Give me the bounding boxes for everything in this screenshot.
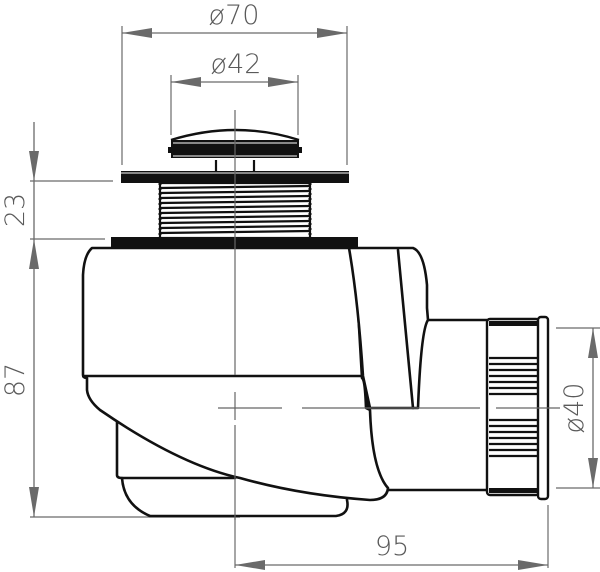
dim-label-87: 87 — [0, 363, 31, 397]
dim-label-95: 95 — [375, 531, 409, 562]
dim-label-o70: ø70 — [209, 0, 260, 31]
dim-label-o42: ø42 — [211, 49, 262, 80]
dimension-o42: ø42 — [170, 49, 299, 135]
dim-label-o40: ø40 — [559, 383, 590, 434]
dimension-o40: ø40 — [556, 327, 600, 489]
dimension-23: 23 — [0, 122, 113, 240]
outlet-nut — [485, 315, 550, 501]
dim-label-23: 23 — [0, 193, 31, 227]
center-lines — [218, 110, 560, 520]
dimension-87: 87 — [0, 239, 240, 518]
dimension-o70: ø70 — [121, 0, 348, 165]
